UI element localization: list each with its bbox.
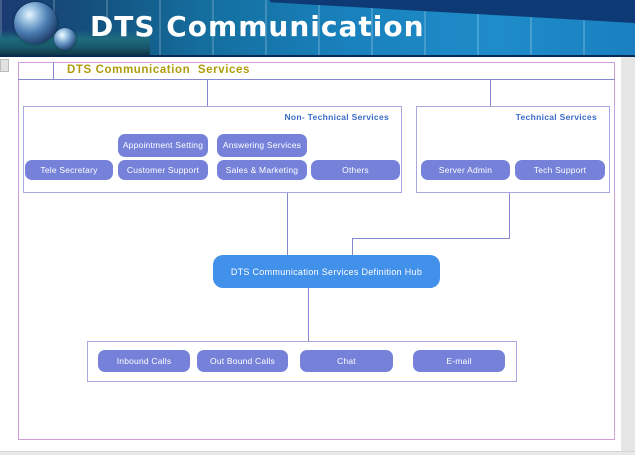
node-tele-secretary[interactable]: Tele Secretary (25, 160, 113, 180)
technical-group-label: Technical Services (515, 112, 597, 122)
connector-line (509, 193, 510, 238)
connector-line (490, 80, 491, 106)
node-server-admin[interactable]: Server Admin (421, 160, 510, 180)
connector-line (287, 193, 288, 255)
connector-line (308, 288, 309, 341)
title-divider-line (53, 62, 54, 79)
node-tech-support[interactable]: Tech Support (515, 160, 605, 180)
corner-tab (0, 59, 9, 72)
right-gutter (621, 57, 635, 451)
connector-line (207, 80, 208, 106)
node-answering-services[interactable]: Answering Services (217, 134, 307, 157)
node-email[interactable]: E-mail (413, 350, 505, 372)
node-outbound-calls[interactable]: Out Bound Calls (197, 350, 288, 372)
connector-line (352, 238, 353, 255)
globe-icon-small (54, 28, 76, 50)
node-chat[interactable]: Chat (300, 350, 393, 372)
node-others[interactable]: Others (311, 160, 400, 180)
title-underline (18, 79, 615, 80)
node-inbound-calls[interactable]: Inbound Calls (98, 350, 190, 372)
bottom-gutter (0, 451, 635, 455)
diagram-title: DTS Communication Services (67, 64, 250, 76)
app-title: DTS Communication (90, 10, 425, 43)
node-appointment-setting[interactable]: Appointment Setting (118, 134, 208, 157)
globe-icon-large (14, 2, 57, 44)
node-customer-support[interactable]: Customer Support (118, 160, 208, 180)
connector-line (352, 238, 510, 239)
node-definition-hub[interactable]: DTS Communication Services Definition Hu… (213, 255, 440, 288)
node-sales-marketing[interactable]: Sales & Marketing (217, 160, 307, 180)
non-technical-group-label: Non- Technical Services (284, 112, 389, 122)
app-header: DTS Communication (0, 0, 635, 57)
